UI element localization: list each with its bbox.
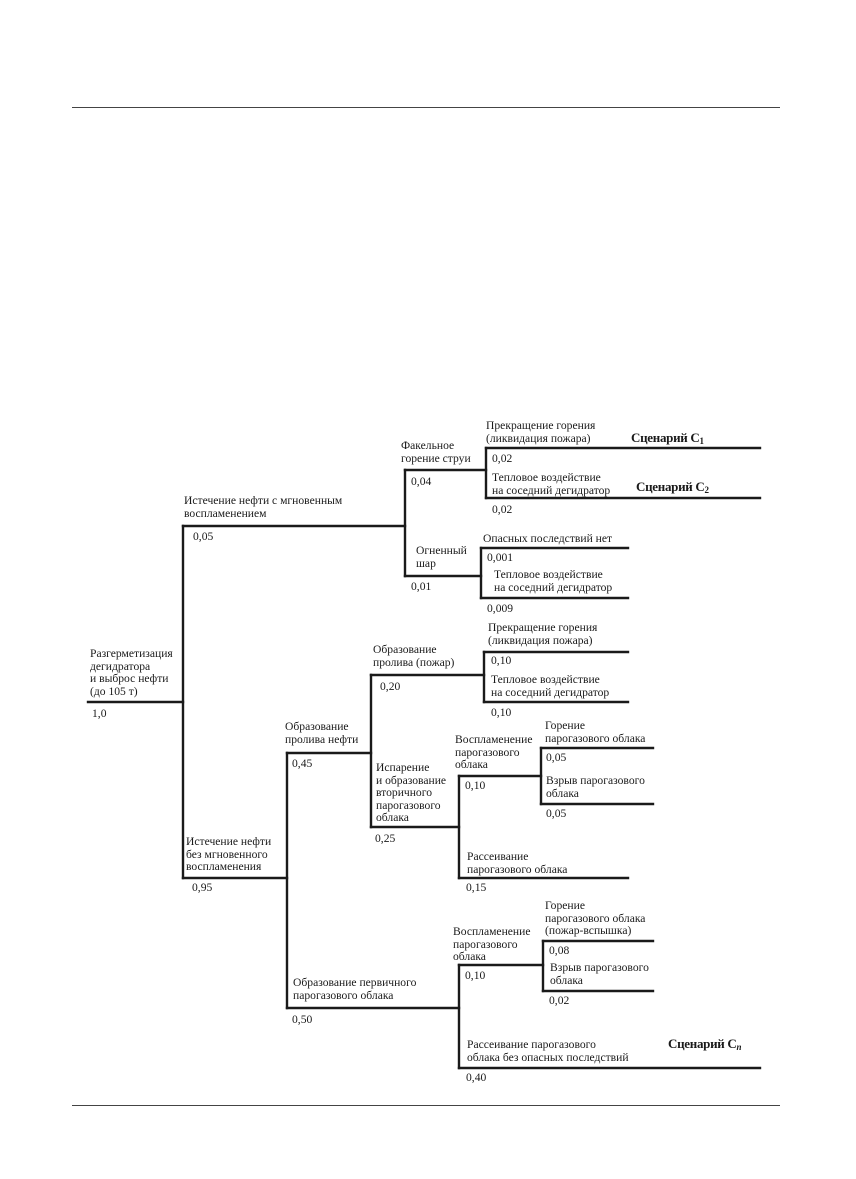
node-label-instant-ignition: Истечение нефти с мгновенным воспламенен…: [184, 494, 343, 520]
node-prob-prim-explosion: 0,02: [549, 994, 570, 1007]
node-prob-no-ignition: 0,95: [192, 881, 213, 894]
node-prob-spill-stop: 0,10: [491, 654, 512, 667]
node-label-spill: Образование пролива нефти: [285, 720, 359, 746]
node-label-sec-burn: Горение парогазового облака: [545, 719, 646, 745]
scenario-cn-label: Сценарий Сn: [668, 1036, 742, 1052]
node-prob-jet-fire: 0,04: [411, 475, 432, 488]
node-prob-root: 1,0: [92, 707, 107, 720]
node-prob-sec-explosion: 0,05: [546, 807, 567, 820]
node-label-sec-dispersion: Рассеивание парогазового облака: [467, 850, 568, 876]
node-prob-sec-ignition: 0,10: [465, 779, 486, 792]
node-prob-spill-fire: 0,20: [380, 680, 401, 693]
bottom-rule: [72, 1105, 780, 1106]
node-prob-instant-ignition: 0,05: [193, 530, 214, 543]
node-label-sec-ignition: Воспламенение парогазового облака: [455, 733, 533, 772]
node-prob-fireball: 0,01: [411, 580, 432, 593]
node-label-primary-cloud: Образование первичного парогазового обла…: [293, 976, 417, 1002]
node-label-fireball-none: Опасных последствий нет: [483, 532, 613, 545]
node-prob-prim-ignition: 0,10: [465, 969, 486, 982]
node-label-root: Разгерметизация дегидратора и выброс неф…: [90, 647, 173, 698]
node-prob-sec-dispersion: 0,15: [466, 881, 487, 894]
scenario-c2-label: Сценарий С2: [636, 479, 709, 495]
node-label-spill-stop: Прекращение горения (ликвидация пожара): [488, 621, 598, 647]
node-label-spill-heat: Тепловое воздействие на соседний дегидра…: [491, 673, 610, 699]
node-prob-primary-cloud: 0,50: [292, 1013, 313, 1026]
node-prob-jet-heat: 0,02: [492, 503, 513, 516]
node-prob-spill-heat: 0,10: [491, 706, 512, 719]
node-label-spill-fire: Образование пролива (пожар): [373, 643, 455, 669]
node-label-prim-dispersion: Рассеивание парогазового облака без опас…: [467, 1038, 629, 1064]
node-label-jet-heat: Тепловое воздействие на соседний дегидра…: [492, 471, 611, 497]
scenario-c1-label: Сценарий С1: [631, 430, 704, 446]
node-label-sec-explosion: Взрыв парогазового облака: [546, 774, 645, 800]
node-label-prim-ignition: Воспламенение парогазового облака: [453, 925, 531, 964]
node-prob-spill: 0,45: [292, 757, 313, 770]
node-label-jet-fire: Факельное горение струи: [401, 439, 471, 465]
node-label-prim-explosion: Взрыв парогазового облака: [550, 961, 649, 987]
node-prob-sec-burn: 0,05: [546, 751, 567, 764]
node-prob-fireball-none: 0,001: [487, 551, 514, 564]
top-rule: [72, 107, 780, 108]
node-label-evaporation: Испарение и образование вторичного парог…: [376, 761, 447, 825]
node-prob-evaporation: 0,25: [375, 832, 396, 845]
node-prob-prim-dispersion: 0,40: [466, 1071, 487, 1084]
node-label-fireball: Огненный шар: [416, 544, 467, 570]
node-prob-prim-burn: 0,08: [549, 944, 570, 957]
node-label-no-ignition: Истечение нефти без мгновенного воспламе…: [186, 835, 272, 874]
node-label-prim-burn: Горение парогазового облака (пожар-вспыш…: [545, 899, 646, 938]
node-prob-jet-stop: 0,02: [492, 452, 513, 465]
node-label-jet-stop: Прекращение горения (ликвидация пожара): [486, 419, 596, 445]
node-label-fireball-heat: Тепловое воздействие на соседний дегидра…: [494, 568, 613, 594]
node-prob-fireball-heat: 0,009: [487, 602, 514, 615]
